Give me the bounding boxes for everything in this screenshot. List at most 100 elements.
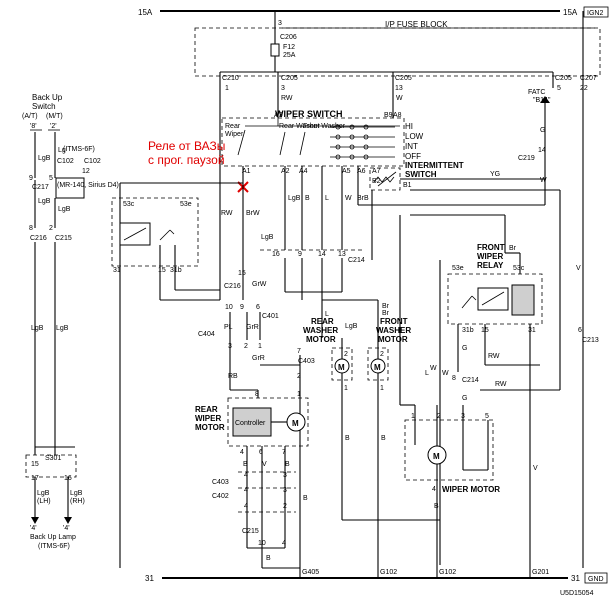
vaz-31: 31: [113, 267, 121, 274]
fatc: FATC "B14" G C219 14 W: [518, 89, 551, 205]
bu-at: (A/T): [22, 113, 38, 120]
mid-p15: 15: [238, 270, 246, 277]
front-washer-t3: MOTOR: [378, 335, 408, 344]
mid-pl: PL: [224, 324, 233, 331]
fatc-c219: C219: [518, 155, 535, 162]
pin-b9: B9: [384, 112, 393, 119]
ws-pin-a7: A7: [372, 168, 381, 175]
wire-lgb-a2: LgB: [288, 195, 301, 202]
ws-wiper: Wiper: [225, 131, 244, 138]
mid-lgb2: LgB: [261, 234, 274, 241]
annotation-line1: Реле от ВАЗы: [148, 139, 225, 153]
fatc-p14: 14: [538, 147, 546, 154]
bu-c215: C215: [55, 235, 72, 242]
washer-br: Br: [382, 310, 390, 317]
fwr-br: Br: [509, 245, 517, 252]
vaz-relay: 53c 53e 31 15 31b: [111, 197, 220, 301]
rwm-p4b: 4: [244, 472, 248, 479]
vaz-relay-annotation: Реле от ВАЗы с прог. паузой: [148, 139, 249, 193]
bu-itms: (ITMS-6F): [63, 146, 95, 153]
fwm-w2: W: [442, 370, 449, 377]
fwm-p5: 5: [485, 413, 489, 420]
backup-switch: Back Up Switch (A/T) (M/T) '8' '2' LgB L…: [22, 93, 119, 550]
wiper-switch: WIPER SWITCH Rear Wiper Rear Washer Fron…: [221, 109, 424, 189]
mid-p7: 7: [297, 348, 301, 355]
vaz-53c: 53c: [123, 201, 135, 208]
rwm-w6: V: [262, 461, 267, 468]
rwm-p4d: 4: [244, 503, 248, 510]
bu-p4a: '4': [30, 525, 37, 532]
power-rail-15a: 15A 15A IGN2: [138, 6, 609, 18]
ws-int: INT: [405, 142, 418, 151]
ws-pin-a6: A6: [357, 168, 366, 175]
c205c-pin: 5: [557, 85, 561, 92]
mid-p14: 14: [318, 251, 326, 258]
rwm-p4: 4: [240, 449, 244, 456]
fuse-conn: C206: [280, 34, 297, 41]
ground-g102b: G102: [439, 569, 456, 576]
bu-p12: 12: [82, 168, 90, 175]
washer-lgb: LgB: [345, 323, 358, 330]
rwm-c403: C403: [212, 479, 229, 486]
rwm-p4e: 4: [282, 540, 286, 547]
ws-rear: Rear: [225, 123, 241, 130]
fwr-g: G: [462, 345, 467, 352]
bu-wire-lgb: LgB: [38, 155, 51, 162]
rwm-w7: B: [285, 461, 290, 468]
bu-c216: C216: [30, 235, 47, 242]
fuse-rating: 25A: [283, 52, 296, 59]
c210-label: C210: [222, 75, 239, 82]
bu-lh: (LH): [37, 498, 51, 505]
washer-w: W: [430, 365, 437, 372]
fwr-t2: WIPER: [477, 252, 503, 261]
rear-washer-t3: MOTOR: [306, 335, 336, 344]
fwm-p2: 2: [437, 413, 441, 420]
ws-off: OFF: [405, 152, 421, 161]
pin-a3: A3: [274, 112, 283, 119]
bu-lamp: Back Up Lamp: [30, 534, 76, 541]
rwm-t3: MOTOR: [195, 423, 225, 432]
fwm-title: WIPER MOTOR: [442, 485, 500, 494]
ground-left-label: 31: [145, 574, 154, 583]
bu-itms-bottom: (ITMS-6F): [38, 543, 70, 550]
ground-g405: G405: [302, 569, 319, 576]
c205c-label: C205: [555, 75, 572, 82]
mid-p2: 2: [244, 343, 248, 350]
bu-p2: 2: [49, 225, 53, 232]
fwr-p8: 8: [452, 375, 456, 382]
bu-pin2: '2': [50, 123, 57, 130]
fwm-p4: 4: [432, 486, 436, 493]
fwm-v: V: [533, 465, 538, 472]
bu-title1: Back Up: [32, 93, 63, 102]
intermittent-title2: SWITCH: [405, 170, 437, 179]
washer-b1: B: [345, 435, 350, 442]
bu-rh-wire: LgB: [70, 490, 83, 497]
front-washer-t2: WASHER: [376, 326, 411, 335]
wire-brb: BrB: [357, 195, 369, 202]
fwr-31: 31: [528, 327, 536, 334]
bu-p5: 5: [49, 175, 53, 182]
c207-pin: 22: [580, 85, 588, 92]
c205a-label: C205: [281, 75, 298, 82]
fwm-p6: 6: [578, 327, 582, 334]
ground-g201: G201: [532, 569, 549, 576]
rwm-p7: 7: [282, 449, 286, 456]
rear-washer-t1: REAR: [311, 317, 334, 326]
ground-rail: 31 31 GND G405 G102 G102 G201 U5D15054: [145, 567, 608, 597]
mid-p9: 9: [298, 251, 302, 258]
fwr-rw2: RW: [495, 381, 507, 388]
bu-title2: Switch: [32, 102, 56, 111]
bu-wire-lg: Lg: [58, 147, 66, 154]
rwm-p8: 8: [255, 391, 259, 398]
ws-front-washer: Front Washer: [303, 123, 346, 130]
fwm-v2: V: [576, 265, 581, 272]
ws-pin-a4: A4: [299, 168, 308, 175]
gnd-tag: [584, 572, 608, 584]
intermittent-title1: INTERMITTENT: [405, 161, 464, 170]
wire-w-top: W: [396, 95, 403, 102]
mid-p2b: 2: [297, 373, 301, 380]
gnd-tag-label: GND: [588, 576, 604, 583]
fatc-pin: "B14": [533, 97, 551, 104]
bu-rh: (RH): [70, 498, 85, 505]
ws-pin-b2: B2: [372, 178, 381, 185]
